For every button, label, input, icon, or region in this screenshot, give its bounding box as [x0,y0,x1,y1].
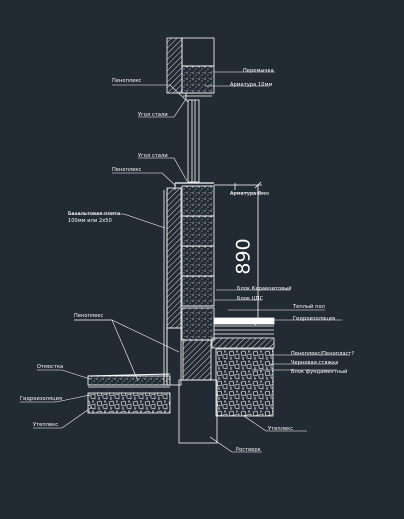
label-teply-pol: Теплый пол [293,304,325,310]
leader-penoplex-top [112,84,189,103]
label-bazaltovaya-2: 100мм или 2х50 [68,218,112,224]
floor-insulation [211,337,275,349]
block-tsps [181,307,215,341]
block-2 [181,215,215,247]
top-wall-block [181,37,215,67]
label-armatura-8: Арматура 8мм [230,191,270,197]
block-1 [181,185,215,217]
warm-floor [213,317,275,325]
label-penoplex-low: Пеноплекс [74,313,104,319]
label-penoplex-top: Пеноплекс [112,78,142,84]
rostverk [178,379,218,444]
label-penoplex-mid: Пеноплекс [112,167,142,173]
label-ugol-stali-top: Угол стали [138,112,168,118]
label-utepleks-left: Утеплекс [33,422,59,428]
lintel-block [181,65,215,94]
dimension-890: 890 [232,238,255,275]
label-rostverk: Ростверк [236,447,261,453]
window-frame [187,99,200,183]
label-blok-keramzit: Блок Керамзитовый [237,286,292,292]
block-4 [181,275,215,307]
label-bazaltovaya-1: Базальтовая плита [68,211,121,217]
basalt-insulation [166,187,182,329]
label-armatura-10: Арматура 10мм [230,82,273,88]
label-otmostka: Отмостка [37,364,64,370]
gravel-left [87,392,171,414]
otmostka [87,375,171,386]
label-utepleks-right: Утеплекс [268,426,294,432]
label-gidroizolyatsiya-floor: Гидроизоляция [293,316,336,322]
label-blok-fundament: Блок фундаментный [291,369,348,375]
label-peremychka: Перемычка [243,68,274,74]
gravel-fill [215,348,274,417]
block-3 [181,245,215,277]
label-gidroizolyatsiya-left: Гидроизоляция [20,396,63,402]
label-chernovaya-styazhka: Черновая стяжка [291,360,339,366]
label-blok-tsps: Блок ЦПС [237,296,264,302]
foundation-insulation [182,339,212,381]
label-penoplex-penoplast: Пеноплекс/Пенопласт? [291,351,355,357]
label-ugol-stali-bottom: Угол стали [138,153,168,159]
